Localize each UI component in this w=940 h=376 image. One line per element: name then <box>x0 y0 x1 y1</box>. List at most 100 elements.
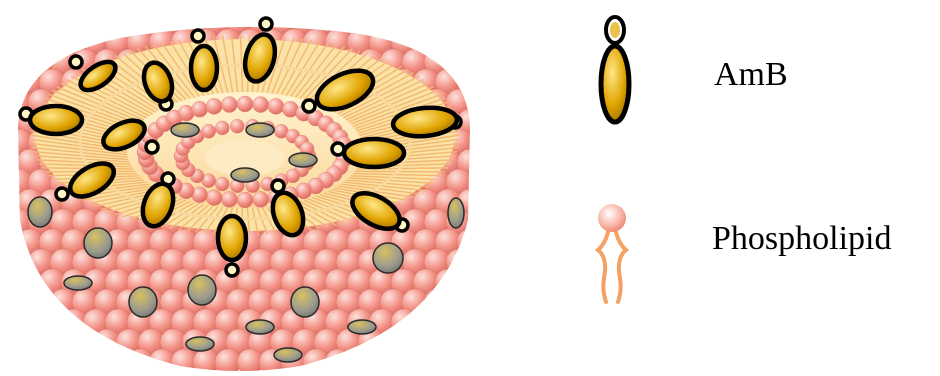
lipid-sphere <box>17 309 43 335</box>
lipid-sphere <box>424 329 450 355</box>
embedded-amb-icon <box>129 287 157 317</box>
inner-lipid-sphere <box>268 98 284 114</box>
embedded-amb-icon <box>84 228 112 258</box>
inner-lipid-sphere <box>206 190 222 206</box>
lipid-sphere <box>28 329 54 355</box>
lipid-sphere <box>138 9 164 35</box>
lipid-sphere <box>39 29 65 55</box>
lipid-sphere <box>39 309 65 335</box>
lipid-sphere <box>28 9 54 35</box>
lipid-sphere <box>435 269 461 295</box>
inner-lipid-sphere <box>215 121 229 135</box>
lipid-sphere <box>17 349 43 375</box>
inner-lipid-sphere <box>192 101 208 117</box>
inner-lipid-sphere <box>253 191 269 207</box>
lipid-sphere <box>380 329 406 355</box>
lipid-sphere <box>325 349 351 375</box>
amb-molecule-icon <box>601 17 629 122</box>
lipid-sphere <box>446 329 472 355</box>
lipid-sphere <box>424 9 450 35</box>
phospholipid-icon <box>598 204 626 302</box>
lipid-sphere <box>446 289 472 315</box>
lipid-sphere <box>457 269 483 295</box>
lipid-sphere <box>0 109 21 135</box>
lipid-sphere <box>424 289 450 315</box>
inner-lipid-sphere <box>221 191 237 207</box>
lipid-sphere <box>358 9 384 35</box>
lipid-sphere <box>446 9 472 35</box>
embedded-amb-icon <box>448 198 464 228</box>
lipid-sphere <box>94 9 120 35</box>
lipid-sphere <box>0 309 21 335</box>
lipid-sphere <box>446 249 472 275</box>
embedded-amb-icon <box>171 123 199 137</box>
lipid-sphere <box>457 309 483 335</box>
liposome-illustration <box>0 9 483 375</box>
phospholipid-legend-label: Phospholipid <box>712 222 891 256</box>
embedded-amb-icon <box>348 320 376 334</box>
lipid-sphere <box>457 229 483 255</box>
inner-lipid-sphere <box>202 124 216 138</box>
lipid-sphere <box>391 309 417 335</box>
inner-lipid-sphere <box>206 98 222 114</box>
lipid-sphere <box>116 9 142 35</box>
lipid-sphere <box>6 9 32 35</box>
lipid-sphere <box>336 9 362 35</box>
embedded-amb-icon <box>291 287 319 317</box>
lipid-sphere <box>369 349 395 375</box>
embedded-amb-icon <box>188 275 216 305</box>
lipid-sphere <box>347 349 373 375</box>
lipid-sphere <box>391 349 417 375</box>
amb-legend-label: AmB <box>714 58 788 92</box>
lipid-sphere <box>457 349 483 375</box>
lipid-sphere <box>61 349 87 375</box>
lipid-sphere <box>413 349 439 375</box>
embedded-amb-icon <box>274 348 302 362</box>
lipid-sphere <box>402 9 428 35</box>
lipid-sphere <box>446 49 472 75</box>
lipid-sphere <box>402 329 428 355</box>
inner-lipid-sphere <box>253 97 269 113</box>
lipid-sphere <box>0 269 21 295</box>
embedded-amb-icon <box>64 276 92 290</box>
lipid-sphere <box>6 329 32 355</box>
embedded-amb-icon <box>289 153 317 167</box>
lipid-sphere <box>435 29 461 55</box>
lipid-sphere <box>6 49 32 75</box>
lipid-sphere <box>83 349 109 375</box>
lipid-sphere <box>72 9 98 35</box>
embedded-amb-icon <box>186 337 214 351</box>
embedded-amb-icon <box>246 320 274 334</box>
lipid-sphere <box>17 29 43 55</box>
lipid-sphere <box>72 329 98 355</box>
inner-lipid-sphere <box>230 119 244 133</box>
lipid-sphere <box>50 9 76 35</box>
embedded-amb-icon <box>231 168 259 182</box>
inner-lipid-sphere <box>237 192 253 208</box>
lipid-sphere <box>6 289 32 315</box>
embedded-amb-icon <box>246 123 274 137</box>
lipid-sphere <box>0 349 21 375</box>
lipid-sphere <box>413 309 439 335</box>
lipid-sphere <box>28 289 54 315</box>
inner-lipid-sphere <box>237 96 253 112</box>
lipid-sphere <box>303 349 329 375</box>
lipid-sphere <box>457 29 483 55</box>
lipid-sphere <box>0 29 21 55</box>
lipid-sphere <box>435 309 461 335</box>
lipid-sphere <box>39 349 65 375</box>
inner-lipid-sphere <box>221 97 237 113</box>
lipid-sphere <box>0 229 21 255</box>
lipid-sphere <box>127 349 153 375</box>
lipid-sphere <box>0 69 21 95</box>
lipid-sphere <box>50 329 76 355</box>
embedded-amb-icon <box>373 243 403 273</box>
lipid-sphere <box>380 9 406 35</box>
lipid-sphere <box>17 269 43 295</box>
inner-lipid-sphere <box>215 177 229 191</box>
embedded-amb-icon <box>28 197 52 227</box>
lipid-sphere <box>6 249 32 275</box>
lipid-sphere <box>105 349 131 375</box>
lipid-sphere <box>0 189 21 215</box>
